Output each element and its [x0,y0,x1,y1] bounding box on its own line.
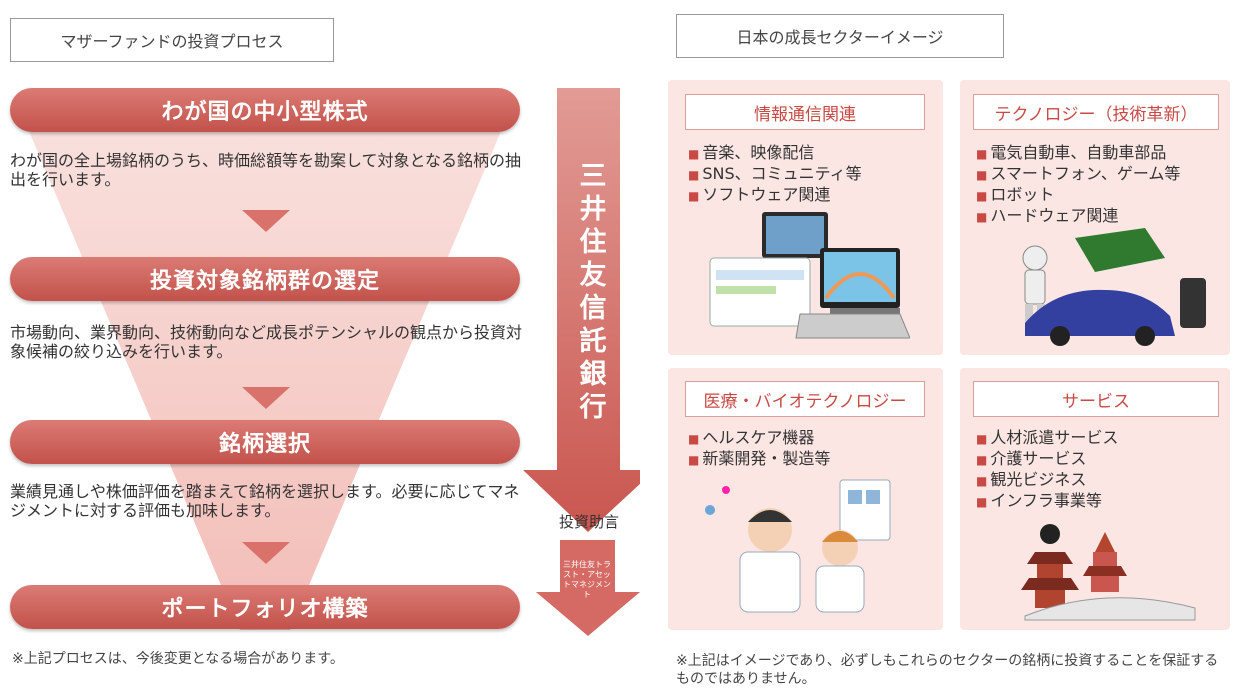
panel-ict-list: 音楽、映像配信 SNS、コミュニティ等 ソフトウェア関連 [688,143,862,206]
list-item: ロボット [976,185,1180,206]
step-4-title: ポートフォリオ構築 [10,585,520,629]
panel-tech-list: 電気自動車、自動車部品 スマートフォン、ゲーム等 ロボット ハードウェア関連 [976,143,1180,227]
panel-medical-list: ヘルスケア機器 新薬開発・製造等 [688,428,830,470]
list-item: SNS、コミュニティ等 [688,164,861,185]
step-1-desc: わが国の全上場銘柄のうち、時価総額等を勘案して対象となる銘柄の抽出を行います。 [10,151,522,189]
process-label: マザーファンドの投資プロセス [10,18,334,62]
list-item: 電気自動車、自動車部品 [976,143,1180,164]
step-arrow-icon [242,210,290,232]
advisor-name: 三井住友信託銀行 [579,161,607,423]
list-item: ソフトウェア関連 [688,185,862,206]
step-1-title: わが国の中小型株式 [10,88,520,132]
sector-label: 日本の成長セクターイメージ [676,14,1004,58]
medical-illustration [705,479,891,613]
panel-ict-title: 情報通信関連 [685,94,925,130]
advice-label: 投資助言 [558,513,619,531]
process-note: ※上記プロセスは、今後変更となる場合があります。 [12,651,344,667]
list-item: ハードウェア関連 [976,206,1180,227]
advisor-small-name: 三井住友トラスト・アセットマネジメント [563,560,611,599]
funnel-shape [20,110,510,630]
step-arrow-icon [242,387,290,409]
panel-service-list: 人材派遣サービス 介護サービス 観光ビジネス インフラ事業等 [976,428,1118,512]
step-2-desc: 市場動向、業界動向、技術動向など成長ポテンシャルの観点から投資対象候補の絞り込み… [10,323,523,361]
sector-note: ※上記はイメージであり、必ずしもこれらのセクターの銘柄に投資することを保証するも… [676,653,1219,687]
list-item: インフラ事業等 [976,491,1118,512]
list-item: ヘルスケア機器 [688,428,830,449]
list-item: 介護サービス [976,449,1118,470]
advisor-arrow-icon [523,88,640,532]
step-arrow-icon [242,542,290,564]
list-item: スマートフォン、ゲーム等 [976,164,1180,185]
step-3-desc: 業績見通しや株価評価を踏まえて銘柄を選択します。必要に応じてマネジメントに対する… [10,482,520,520]
service-illustration [1021,524,1196,621]
advice-arrow-icon [536,540,640,636]
step-3-title: 銘柄選択 [10,420,520,464]
devices-illustration [709,212,910,339]
tech-illustration [1022,228,1206,346]
list-item: 人材派遣サービス [976,428,1118,449]
list-item: 観光ビジネス [976,470,1118,491]
panel-service-title: サービス [973,381,1219,417]
panel-medical-title: 医療・バイオテクノロジー [685,381,925,417]
list-item: 音楽、映像配信 [688,143,862,164]
list-item: 新薬開発・製造等 [688,449,830,470]
process-funnel [20,88,640,636]
panel-tech-title: テクノロジー（技術革新） [973,94,1219,130]
step-2-title: 投資対象銘柄群の選定 [10,257,520,301]
